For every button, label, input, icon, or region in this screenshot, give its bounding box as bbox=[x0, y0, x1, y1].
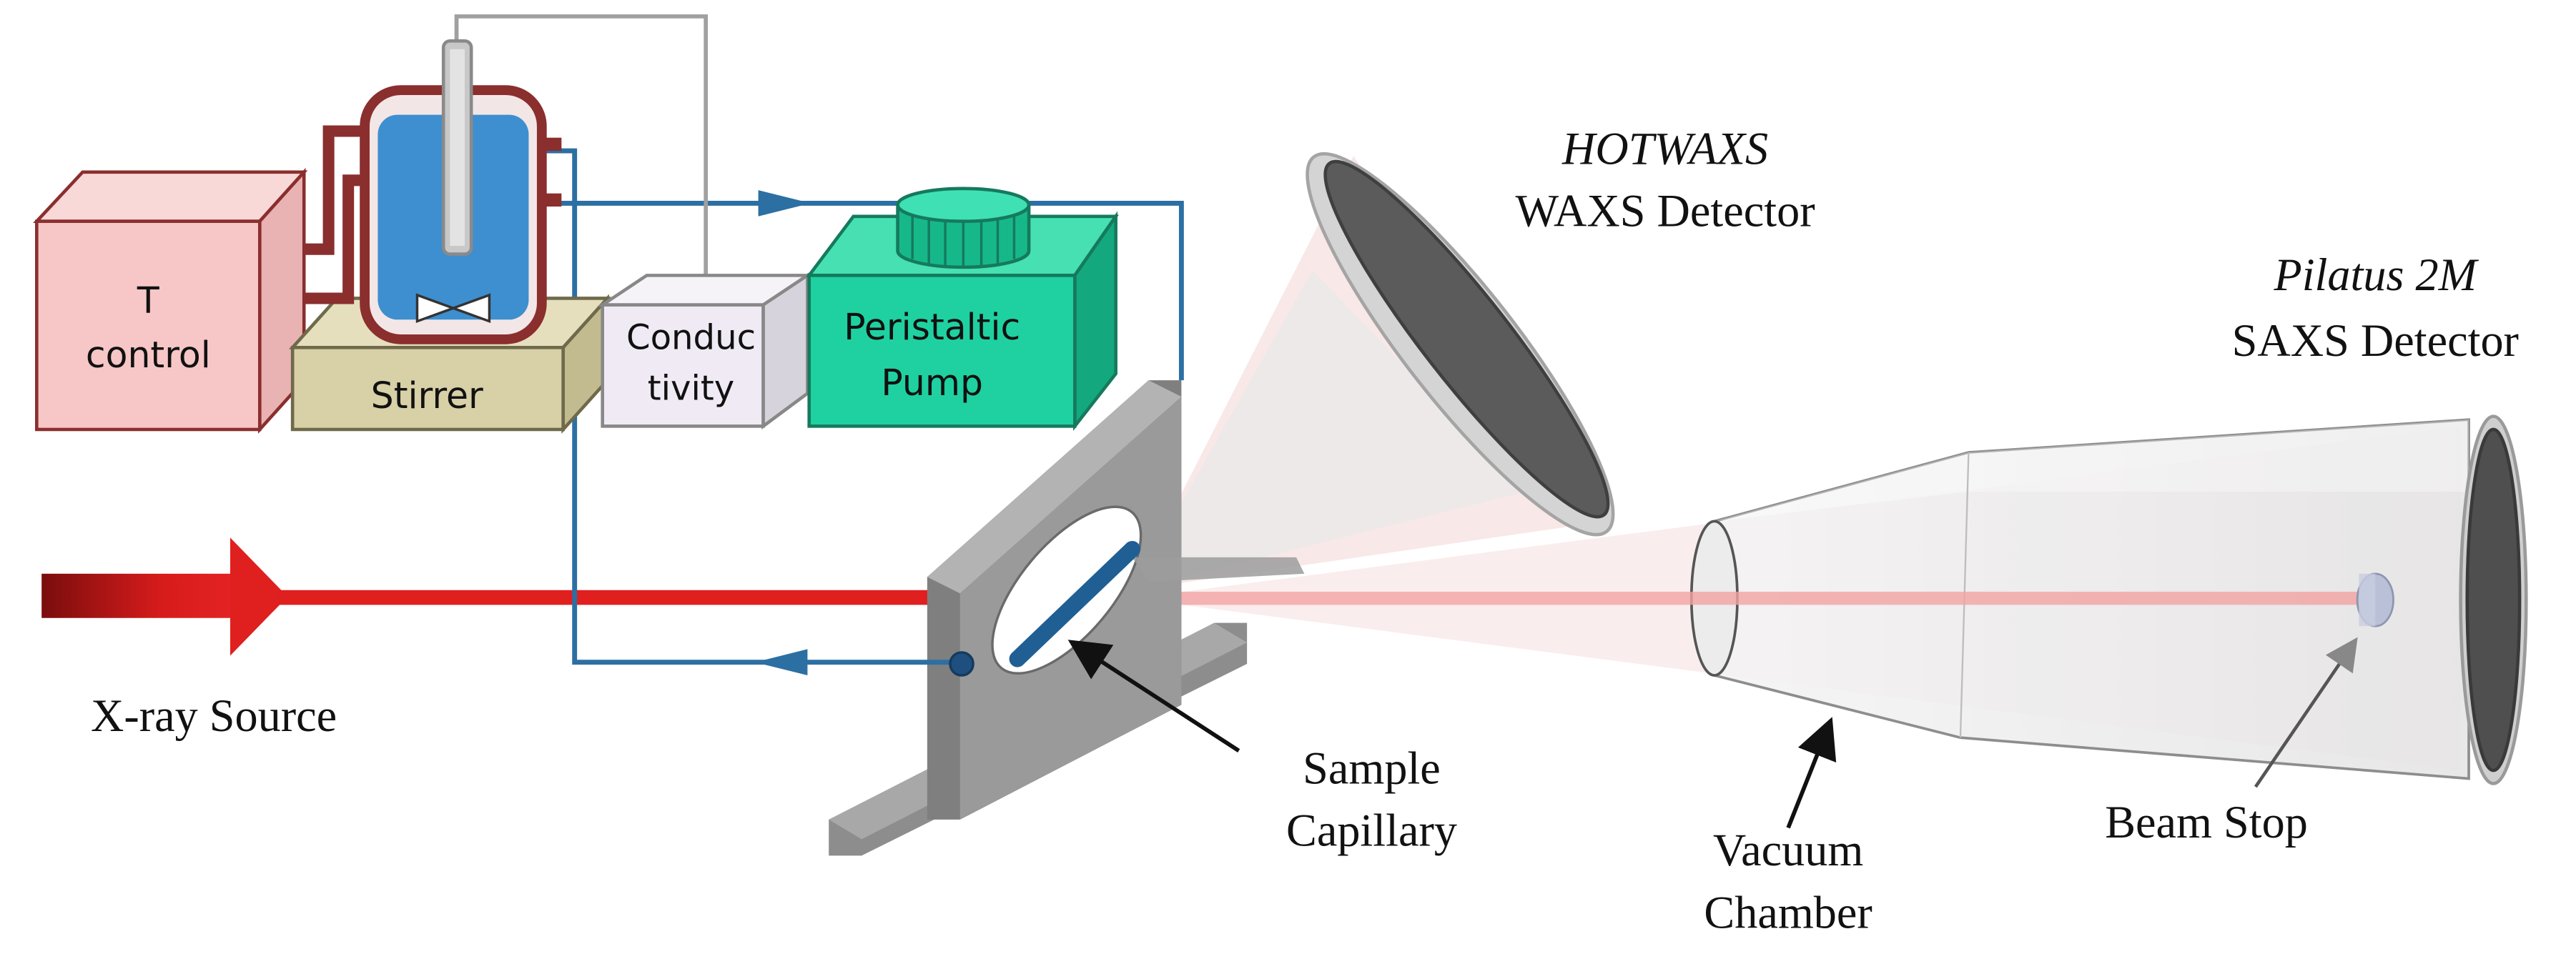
beam-stop-label: Beam Stop bbox=[2105, 797, 2308, 848]
beam-stop-pointer bbox=[2254, 637, 2358, 788]
sample-capillary-pointer bbox=[1067, 640, 1240, 752]
waxs-detector-label: WAXS Detector bbox=[1516, 186, 1815, 237]
saxs-detector-label: SAXS Detector bbox=[2232, 315, 2519, 366]
t-control-label-line2: control bbox=[86, 334, 211, 376]
pump-label-line1: Peristaltic bbox=[844, 306, 1020, 348]
sample-capillary bbox=[1009, 540, 1141, 667]
stir-bar-icon bbox=[415, 293, 491, 324]
hotwaxs-label: HOTWAXS bbox=[1561, 123, 1768, 174]
conductivity-wire bbox=[454, 14, 709, 279]
sample-holder bbox=[829, 380, 1305, 856]
vacuum-chamber-label-line2: Chamber bbox=[1704, 887, 1872, 938]
vacuum-chamber-label-line1: Vacuum bbox=[1713, 825, 1863, 875]
stirrer-label: Stirrer bbox=[371, 374, 483, 417]
beam-stop bbox=[2356, 572, 2394, 627]
sample-capillary-label-line1: Sample bbox=[1303, 742, 1441, 793]
transmitted-beam bbox=[1132, 592, 2371, 605]
waxs-scatter-cone bbox=[1132, 155, 1584, 590]
waxs-detector bbox=[1306, 151, 1615, 537]
vacuum-chamber-pointer bbox=[1786, 717, 1837, 829]
flow-arrow-bottom bbox=[755, 649, 808, 676]
flow-arrow-top bbox=[758, 190, 811, 217]
sample-capillary-label-line2: Capillary bbox=[1286, 805, 1457, 856]
xray-source-arrow bbox=[41, 537, 288, 656]
t-control-label-line1: T bbox=[137, 279, 159, 322]
tube-connector bbox=[949, 651, 974, 677]
conductivity-label-line2: tivity bbox=[648, 369, 735, 409]
pilatus-label: Pilatus 2M bbox=[2273, 249, 2479, 300]
peristaltic-pump bbox=[806, 211, 1120, 432]
pump-head bbox=[896, 187, 1031, 269]
t-control-box bbox=[33, 167, 308, 434]
conductivity-probe bbox=[441, 39, 473, 256]
pump-label-line2: Pump bbox=[881, 362, 983, 404]
saxs-detector bbox=[2459, 414, 2528, 785]
conductivity-label-line1: Conduc bbox=[626, 318, 756, 358]
xray-source-label: X-ray Source bbox=[91, 690, 337, 741]
heater-lines bbox=[304, 125, 370, 304]
incident-beam bbox=[279, 590, 1132, 605]
